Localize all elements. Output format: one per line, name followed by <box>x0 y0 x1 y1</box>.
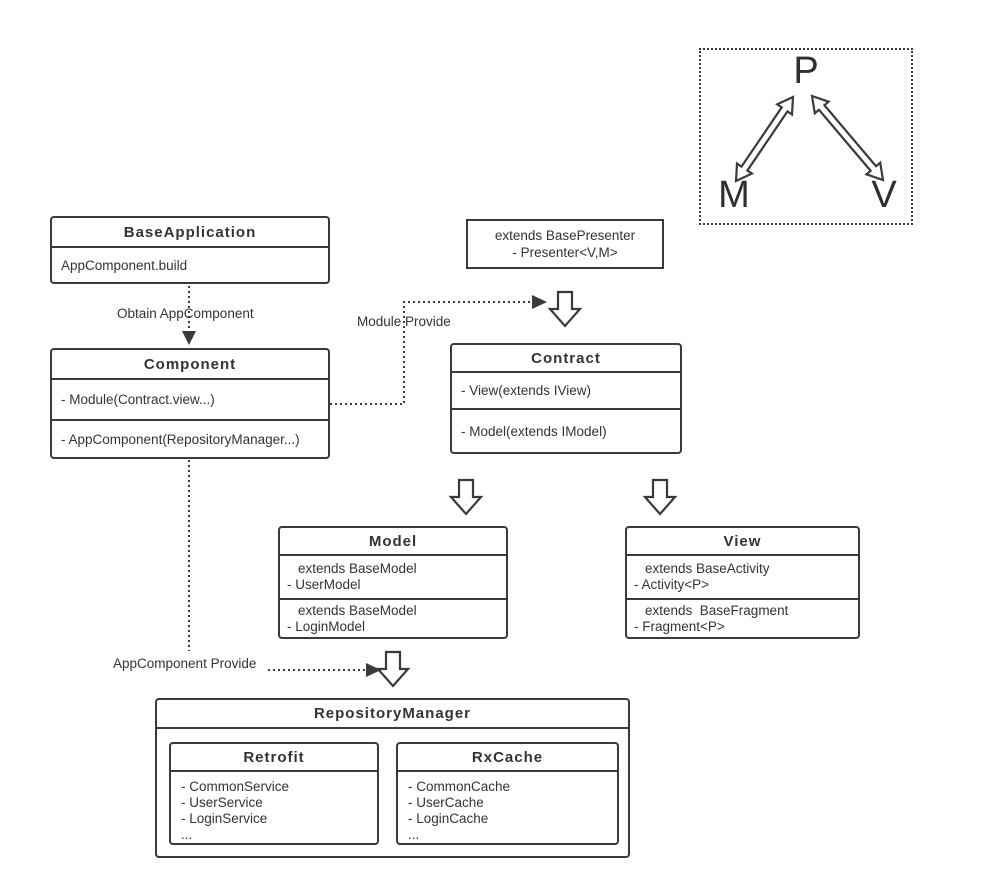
component-row-appcomponent: - AppComponent(RepositoryManager...) <box>61 431 300 447</box>
view-box: View extends BaseActivity - Activity<P> … <box>625 526 860 639</box>
inheritance-arrow-icon-view <box>643 478 677 516</box>
inset-letter-view: V <box>871 174 897 216</box>
view-row-fragment: extends BaseFragment - Fragment<P> <box>634 602 789 634</box>
right-arrowhead-icon <box>532 295 547 309</box>
contract-box: Contract - View(extends IView) - Model(e… <box>450 343 682 454</box>
label-module-provide: Module Provide <box>357 314 451 329</box>
component-row-module: - Module(Contract.view...) <box>61 392 215 407</box>
retrofit-title: Retrofit <box>171 744 377 772</box>
label-obtain-appcomponent: Obtain AppComponent <box>117 306 254 321</box>
base-application-title: BaseApplication <box>52 218 328 248</box>
retrofit-item: - UserService <box>181 795 263 810</box>
rxcache-title: RxCache <box>398 744 617 772</box>
rxcache-item: ... <box>408 827 420 842</box>
retrofit-box: Retrofit - CommonService - UserService -… <box>169 742 379 845</box>
presenter-note-box: extends BasePresenter - Presenter<V,M> <box>466 219 664 269</box>
inheritance-arrow-icon-model <box>449 478 483 516</box>
presenter-note-line2: - Presenter<V,M> <box>512 245 618 260</box>
repository-manager-title: RepositoryManager <box>157 700 628 729</box>
retrofit-item: ... <box>181 827 193 842</box>
model-title: Model <box>280 528 506 556</box>
rxcache-box: RxCache - CommonCache - UserCache - Logi… <box>396 742 619 845</box>
presenter-note-line1: extends BasePresenter <box>494 228 636 243</box>
contract-row-view: - View(extends IView) <box>461 383 592 398</box>
base-application-row: AppComponent.build <box>61 257 188 273</box>
model-box: Model extends BaseModel - UserModel exte… <box>278 526 508 639</box>
contract-row-model: - Model(extends IModel) <box>461 423 607 439</box>
mvp-inset-box <box>699 48 913 225</box>
down-arrowhead-icon <box>182 331 196 345</box>
repository-manager-body: Retrofit - CommonService - UserService -… <box>157 729 628 856</box>
repository-manager-box: RepositoryManager Retrofit - CommonServi… <box>155 698 630 858</box>
model-row-user: extends BaseModel - UserModel <box>280 556 506 600</box>
rxcache-item: - LoginCache <box>408 811 489 826</box>
rxcache-item: - UserCache <box>408 795 484 810</box>
inheritance-arrow-icon-presenter <box>548 290 582 328</box>
inset-letter-presenter: P <box>793 50 819 92</box>
retrofit-item: - CommonService <box>181 779 290 794</box>
label-appcomponent-provide: AppComponent Provide <box>113 656 257 671</box>
model-row-login: extends BaseModel - LoginModel <box>287 602 417 634</box>
contract-title: Contract <box>452 345 680 373</box>
base-application-box: BaseApplication AppComponent.build <box>50 216 330 284</box>
view-title: View <box>627 528 858 556</box>
inheritance-arrow-icon-repository <box>376 650 410 688</box>
retrofit-item: - LoginService <box>181 811 268 826</box>
rxcache-item: - CommonCache <box>408 779 511 794</box>
component-title: Component <box>52 350 328 380</box>
component-box: Component - Module(Contract.view...) - A… <box>50 348 330 459</box>
inset-letter-model: M <box>718 174 750 216</box>
view-row-activity: extends BaseActivity - Activity<P> <box>627 556 858 600</box>
right-arrowhead-icon <box>366 663 381 677</box>
